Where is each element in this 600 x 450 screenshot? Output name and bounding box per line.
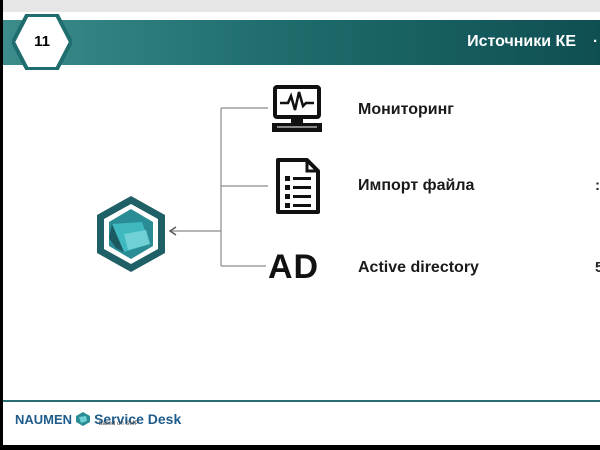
- source-label-monitoring: Мониторинг: [358, 101, 454, 118]
- brand-tagline: based on SMP: [99, 421, 139, 427]
- cut-off-text-fragment: :: [595, 177, 600, 194]
- service-desk-mark-icon: [76, 412, 91, 426]
- footer-brand: NAUMEN Service Desk: [15, 408, 181, 430]
- cut-off-text-fragment: 5: [595, 259, 600, 276]
- connector-lines: [168, 107, 268, 267]
- footer-divider: [3, 400, 600, 402]
- brand-name: NAUMEN: [15, 411, 73, 427]
- title-overflow-mark: ·: [593, 33, 598, 50]
- slide-header: Источники КЕ ·: [3, 20, 600, 65]
- hexagon-icon: [10, 13, 74, 71]
- document-icon: [276, 158, 320, 214]
- slide-number-badge: 11: [10, 13, 74, 71]
- slide-title: Источники КЕ: [467, 33, 576, 50]
- top-bar: [3, 0, 600, 12]
- presentation-slide: Источники КЕ · 11: [3, 0, 600, 445]
- slide-number: 11: [34, 33, 50, 50]
- monitor-icon: [272, 85, 322, 132]
- service-desk-logo-icon: [97, 196, 165, 272]
- source-label-active-directory: Active directory: [358, 259, 479, 276]
- brand-product: Service Desk: [94, 411, 182, 427]
- ad-text-icon: AD: [268, 248, 320, 286]
- source-label-file-import: Импорт файла: [358, 177, 475, 194]
